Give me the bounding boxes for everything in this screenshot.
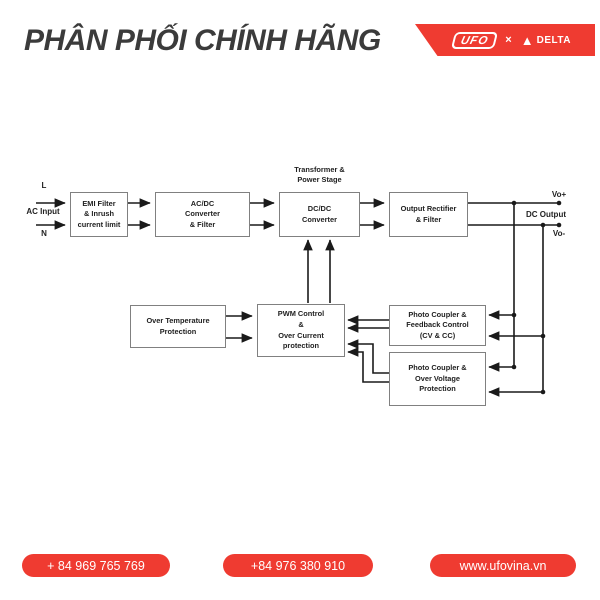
block-label-line: EMI Filter xyxy=(82,198,116,208)
block-dcdc-converter: DC/DC Converter xyxy=(279,192,360,237)
block-label-line: Protection xyxy=(419,384,456,394)
block-label-line: Converter xyxy=(185,209,220,219)
block-label-line: & xyxy=(298,319,304,329)
block-label-line: & Filter xyxy=(189,219,216,229)
block-label-line: & Inrush xyxy=(84,209,114,219)
block-photo-coupler-feedback: Photo Coupler & Feedback Control (CV & C… xyxy=(389,305,486,346)
brand-separator-x: × xyxy=(505,34,512,46)
phone-pill-2[interactable]: +84 976 380 910 xyxy=(223,554,373,577)
block-label-line: Photo Coupler & xyxy=(408,363,467,373)
block-label-line: Converter xyxy=(302,214,337,224)
block-photo-coupler-overvoltage: Photo Coupler & Over Voltage Protection xyxy=(389,352,486,406)
label-vo-plus: Vo+ xyxy=(551,190,567,199)
block-label-line: Feedback Control xyxy=(406,320,469,330)
label-vo-minus: Vo- xyxy=(552,229,566,238)
block-over-temperature: Over Temperature Protection xyxy=(130,305,226,348)
label-ac-input: AC Input xyxy=(26,207,60,216)
block-label-line: Over Current xyxy=(278,330,324,340)
block-output-rectifier: Output Rectifier & Filter xyxy=(389,192,468,237)
brand-banner: UFO × ▲ DELTA xyxy=(415,24,595,56)
label-dc-output: DC Output xyxy=(526,210,566,219)
block-label-line: (CV & CC) xyxy=(419,330,456,340)
block-label-line: protection xyxy=(282,341,320,351)
delta-triangle-icon: ▲ xyxy=(520,32,534,48)
label-transformer-line1: Transformer & xyxy=(294,165,345,174)
block-label-line: Over Voltage xyxy=(414,373,461,383)
website-pill[interactable]: www.ufovina.vn xyxy=(430,554,576,577)
block-label-line: DC/DC xyxy=(307,203,332,213)
delta-wordmark: DELTA xyxy=(536,34,571,46)
block-pwm-control: PWM Control & Over Current protection xyxy=(257,304,345,357)
block-label-line: PWM Control xyxy=(277,309,325,319)
block-label-line: Protection xyxy=(159,326,197,336)
label-transformer-power-stage: Transformer & Power Stage xyxy=(269,165,370,184)
block-label-line: Photo Coupler & xyxy=(408,309,467,319)
label-line-n: N xyxy=(41,229,47,238)
block-label-line: Output Rectifier xyxy=(400,203,457,213)
label-line-l: L xyxy=(41,181,47,190)
block-label-line: & Filter xyxy=(415,214,442,224)
block-label-line: AC/DC xyxy=(190,198,215,208)
phone-pill-1[interactable]: + 84 969 765 769 xyxy=(22,554,170,577)
block-acdc-converter: AC/DC Converter & Filter xyxy=(155,192,250,237)
block-label-line: current limit xyxy=(77,219,121,229)
page-title: PHÂN PHỐI CHÍNH HÃNG xyxy=(24,24,381,57)
delta-logo: ▲ DELTA xyxy=(521,34,571,47)
block-label-line: Over Temperature xyxy=(146,315,210,325)
label-transformer-line2: Power Stage xyxy=(297,174,342,184)
block-emi-filter: EMI Filter & Inrush current limit xyxy=(70,192,128,237)
